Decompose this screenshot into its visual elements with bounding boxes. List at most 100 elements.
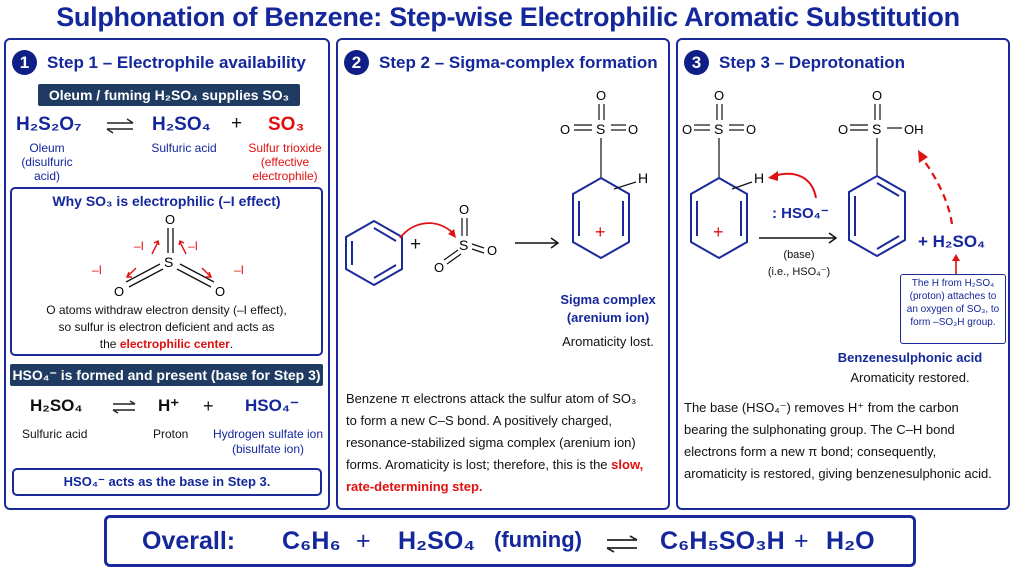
- overall-label: Overall:: [142, 527, 236, 555]
- step1-number-badge: 1: [12, 50, 37, 75]
- sigma-complex-structure: O S O O H +: [560, 88, 648, 260]
- sc-sulfur: S: [596, 121, 605, 137]
- acid-formula: H₂SO₄: [398, 527, 476, 555]
- why-text-1: O atoms withdraw electron density (–I ef…: [46, 303, 287, 317]
- s3-top-oxygen: O: [714, 88, 724, 103]
- equilibrium-arrow-icon: [106, 118, 134, 134]
- step3-para-line: The base (HSO₄⁻) removes H⁺ from the car…: [684, 400, 959, 415]
- reagent-left-oxygen: O: [434, 260, 444, 275]
- so3-top-oxygen: O: [165, 212, 175, 227]
- step2-para-line: forms. Aromaticity is lost; therefore, t…: [346, 454, 666, 476]
- slow-highlight: slow,: [611, 457, 644, 472]
- positive-charge: +: [713, 222, 724, 242]
- so3-sulfur: S: [164, 254, 173, 270]
- sigma-complex-title: Sigma complex (arenium ion): [560, 292, 656, 325]
- note-pointer-arrow-icon: [952, 254, 960, 274]
- step2-number-badge: 2: [344, 50, 369, 75]
- plus-sign: +: [356, 527, 371, 555]
- fuming-label: (fuming): [494, 527, 582, 552]
- so3-label: Sulfur trioxide (effective electrophile): [248, 141, 322, 183]
- minus-i-label: –I: [234, 263, 244, 277]
- product-sub: Aromaticity restored.: [850, 370, 970, 385]
- why-electrophilic-box: [10, 187, 323, 356]
- sc-left-oxygen: O: [560, 122, 570, 137]
- proton-transfer-arrow-icon: [918, 150, 954, 225]
- sigma-complex-structure: O S O O H +: [682, 88, 764, 260]
- deprotonation-arrow-icon: [768, 171, 817, 199]
- equilibrium-arrow-icon: [112, 400, 136, 414]
- p-hydroxyl: OH: [904, 122, 924, 137]
- electrophilic-center-highlight: electrophilic center: [119, 337, 230, 351]
- step2-heading-text: Step 2 – Sigma-complex formation: [379, 52, 658, 72]
- h2so4-formula: H₂SO₄: [30, 396, 83, 415]
- oleum-banner: Oleum / fuming H₂SO₄ supplies SO₃: [38, 84, 300, 106]
- base-ion: : HSO₄⁻: [772, 205, 829, 222]
- so3-left-oxygen: O: [114, 284, 124, 299]
- positive-charge: +: [595, 222, 606, 242]
- why-text-3-pre: the: [99, 337, 120, 351]
- s3-sulfur: S: [714, 121, 723, 137]
- reaction-arrow-icon: [759, 232, 838, 244]
- s3-right-oxygen: O: [746, 122, 756, 137]
- step2-description: Benzene π electrons attack the sulfur at…: [346, 388, 666, 498]
- base-note: HSO₄⁻ acts as the base in Step 3.: [63, 474, 271, 489]
- product-title: Benzenesulphonic acid: [837, 350, 983, 365]
- sc-hydrogen: H: [638, 170, 648, 186]
- step2-heading: 2 Step 2 – Sigma-complex formation: [344, 50, 658, 75]
- so3-formula: SO₃: [268, 114, 305, 135]
- why-text-3-post: .: [229, 337, 234, 351]
- oleum-formula: H₂S₂O₇: [16, 114, 82, 135]
- h2so4-label: Sulfuric acid: [22, 427, 88, 441]
- oleum-label: Oleum (disulfuric acid): [21, 141, 73, 183]
- s3-left-oxygen: O: [682, 122, 692, 137]
- minus-i-label: –I: [134, 239, 144, 253]
- step1-heading-text: Step 1 – Electrophile availability: [47, 52, 306, 72]
- minus-i-label: –I: [92, 263, 102, 277]
- proton-note: The H from H₂SO₄ (proton) attaches to an…: [900, 274, 1006, 344]
- step3-description: The base (HSO₄⁻) removes H⁺ from the car…: [684, 397, 1006, 485]
- step2-para-4: forms. Aromaticity is lost; therefore, t…: [346, 457, 612, 472]
- step1-panel: [4, 38, 330, 510]
- step1-heading: 1 Step 1 – Electrophile availability: [12, 50, 306, 75]
- plus-sign: +: [203, 396, 214, 416]
- step3-heading-text: Step 3 – Deprotonation: [719, 52, 906, 72]
- p-sulfur: S: [872, 121, 881, 137]
- step2-para-line: resonance-stabilized sigma complex (aren…: [346, 435, 636, 450]
- why-text-2: so sulfur is electron deficient and acts…: [58, 320, 275, 334]
- step3-para-line: electrons form a new π bond; consequentl…: [684, 444, 937, 459]
- benzene-ring: [345, 219, 403, 287]
- electron-attack-arrow-icon: [399, 222, 456, 239]
- plus-sign: +: [231, 113, 243, 134]
- sc-right-oxygen: O: [628, 122, 638, 137]
- page-title: Sulphonation of Benzene: Step-wise Elect…: [56, 2, 960, 32]
- hso4-label: Hydrogen sulfate ion (bisulfate ion): [212, 427, 324, 456]
- so3-structure: O S O O –I –I –I –I: [92, 212, 244, 299]
- product-formula: C₆H₅SO₃H: [660, 527, 785, 555]
- s3-hydrogen: H: [754, 170, 764, 186]
- so3-right-oxygen: O: [215, 284, 225, 299]
- hso4-banner: HSO₄⁻ is formed and present (base for St…: [10, 364, 323, 386]
- proton-formula: H⁺: [158, 396, 180, 415]
- plus-sign: +: [794, 527, 809, 555]
- benzene-formula: C₆H₆: [282, 527, 341, 555]
- plus-sign: +: [410, 234, 422, 255]
- hso4-formula: HSO₄⁻: [245, 396, 299, 415]
- rate-determining-highlight: rate-determining step.: [346, 479, 483, 494]
- base-label: (base) (i.e., HSO₄⁻): [767, 249, 831, 278]
- sulfuric-label: Sulfuric acid: [151, 141, 217, 155]
- step3-para-line: aromaticity is restored, giving benzenes…: [684, 466, 992, 481]
- why-text-3: the electrophilic center.: [10, 337, 323, 351]
- p-top-oxygen: O: [872, 88, 882, 103]
- reaction-arrow-icon: [515, 237, 560, 249]
- step3-para-line: bearing the sulphonating group. The C–H …: [684, 422, 955, 437]
- so3-reagent: O S O O: [434, 202, 497, 275]
- water-formula: H₂O: [826, 527, 875, 555]
- equilibrium-arrow-icon: [606, 535, 638, 553]
- sigma-complex-sub: Aromaticity lost.: [562, 334, 654, 349]
- overall-equation-box: [104, 515, 916, 567]
- reagent-top-oxygen: O: [459, 202, 469, 217]
- step2-para-line: to form a new C–S bond. A positively cha…: [346, 413, 612, 428]
- minus-i-label: –I: [188, 239, 198, 253]
- reagent-sulfur: S: [459, 237, 468, 253]
- proton-label: Proton: [153, 427, 189, 441]
